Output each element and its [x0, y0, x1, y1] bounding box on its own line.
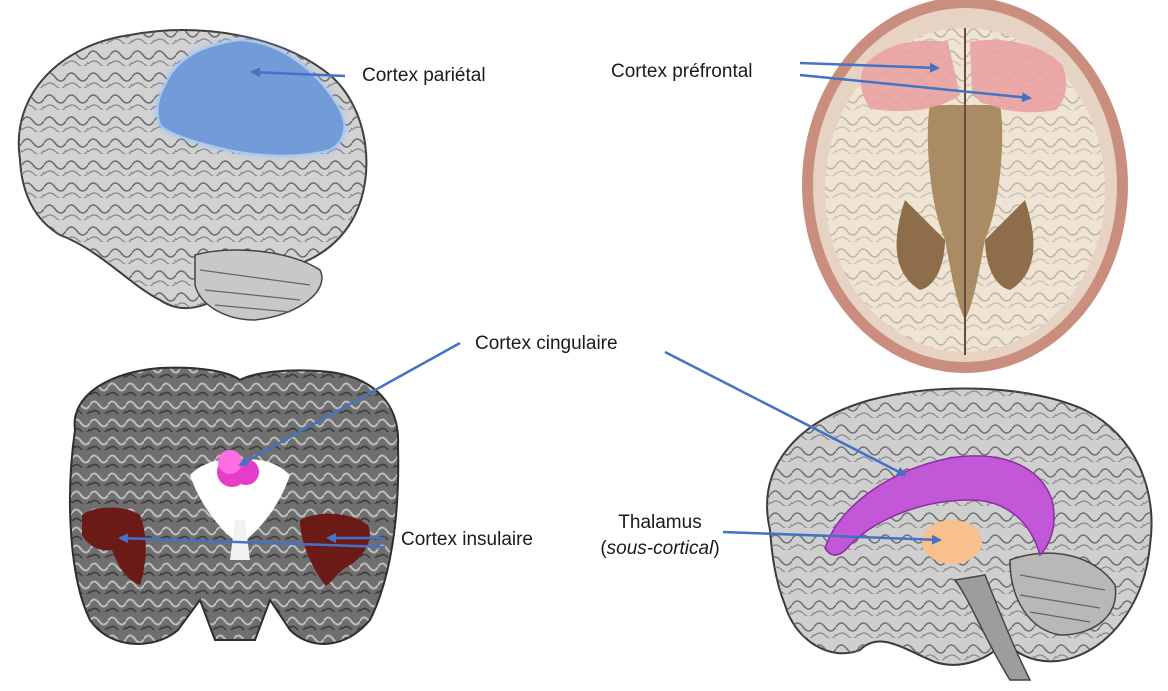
label-insular-cortex: Cortex insulaire: [401, 529, 533, 551]
label-prefrontal-cortex: Cortex préfrontal: [611, 61, 753, 83]
label-thalamus: Thalamus: [600, 512, 720, 534]
thalamus-highlight: [922, 520, 982, 564]
label-cingulate-cortex: Cortex cingulaire: [475, 333, 618, 355]
label-parietal-cortex: Cortex pariétal: [362, 65, 486, 87]
axial-brain-image: [802, 0, 1128, 373]
label-thalamus-note: (sous-cortical): [590, 538, 730, 560]
coronal-mri-image: [70, 368, 398, 644]
